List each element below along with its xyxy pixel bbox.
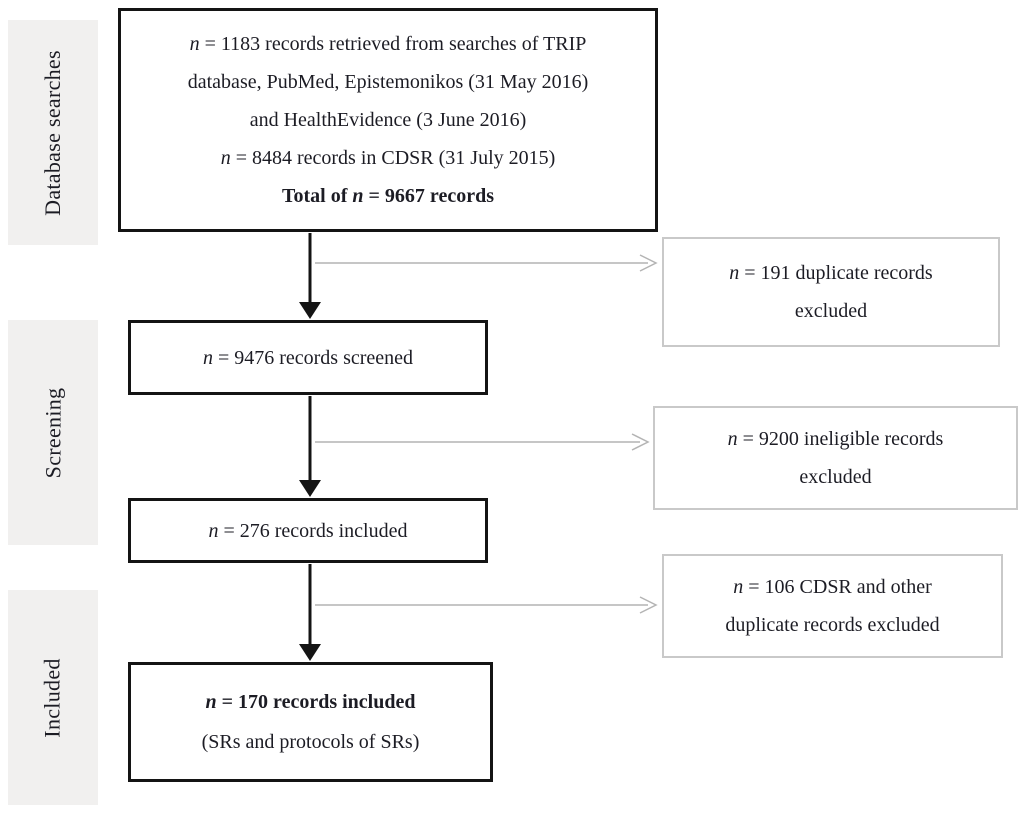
branch-arrow-head-1 xyxy=(639,254,658,272)
duplicates-excluded-box: n = 191 duplicate records excluded xyxy=(662,237,1000,347)
final-included-line-1: n = 170 records included xyxy=(206,682,416,722)
exclusion-line-1: n = 106 CDSR and other xyxy=(733,568,932,606)
n-symbol: n xyxy=(205,691,217,713)
n-symbol: n xyxy=(352,185,364,207)
ineligible-excluded-box: n = 9200 ineligible records excluded xyxy=(653,406,1018,510)
branch-arrow-head-2 xyxy=(631,433,650,451)
line-text: = 191 duplicate records xyxy=(739,262,933,284)
records-included-box: n = 276 records included xyxy=(128,498,488,563)
n-symbol: n xyxy=(727,428,738,450)
records-retrieved-box: n = 1183 records retrieved from searches… xyxy=(118,8,658,232)
line-text: = 106 CDSR and other xyxy=(743,576,932,598)
line-text: = 8484 records in CDSR (31 July 2015) xyxy=(230,147,556,169)
line-text: = 9200 ineligible records xyxy=(737,428,944,450)
stage-label-text: Screening xyxy=(40,387,66,478)
line-text: and HealthEvidence (3 June 2016) xyxy=(249,109,527,131)
exclusion-line-2: excluded xyxy=(799,466,872,488)
cdsr-duplicates-excluded-box: n = 106 CDSR and other duplicate records… xyxy=(662,554,1003,658)
exclusion-line-1: n = 191 duplicate records xyxy=(729,254,932,292)
down-arrow-head-1 xyxy=(299,302,321,319)
search-box-total-line: Total of n = 9667 records xyxy=(282,177,494,215)
n-symbol: n xyxy=(733,576,744,598)
line-text: database, PubMed, Epistemonikos (31 May … xyxy=(187,71,589,93)
line-text: = 170 records included xyxy=(216,691,416,713)
stage-label-text: Included xyxy=(40,657,65,738)
n-symbol: n xyxy=(208,519,219,542)
search-box-line-4: n = 8484 records in CDSR (31 July 2015) xyxy=(221,139,556,177)
stage-label-database-searches: Database searches xyxy=(8,20,98,245)
screened-box-line: n = 9476 records screened xyxy=(203,339,413,377)
line-text: = 9476 records screened xyxy=(212,346,414,369)
exclusion-line-2: duplicate records excluded xyxy=(725,614,940,636)
n-symbol: n xyxy=(729,262,740,284)
search-box-line-1: n = 1183 records retrieved from searches… xyxy=(190,25,587,63)
stage-label-text: Database searches xyxy=(40,49,66,216)
n-symbol: n xyxy=(189,33,200,55)
line-text: = 1183 records retrieved from searches o… xyxy=(199,33,587,55)
search-box-line-3: and HealthEvidence (3 June 2016) xyxy=(250,101,527,139)
n-symbol: n xyxy=(202,346,213,369)
records-screened-box: n = 9476 records screened xyxy=(128,320,488,395)
line-text: Total of xyxy=(282,185,353,207)
final-included-line-2: (SRs and protocols of SRs) xyxy=(201,731,420,753)
branch-arrow-head-3 xyxy=(639,596,658,614)
search-box-line-2: database, PubMed, Epistemonikos (31 May … xyxy=(188,63,589,101)
down-arrow-head-2 xyxy=(299,480,321,497)
exclusion-line-2: excluded xyxy=(794,300,868,322)
final-included-box: n = 170 records included (SRs and protoc… xyxy=(128,662,493,782)
n-symbol: n xyxy=(220,147,231,169)
included276-box-line: n = 276 records included xyxy=(208,512,407,550)
line-text: = 276 records included xyxy=(218,519,408,542)
stage-label-included: Included xyxy=(8,590,98,805)
exclusion-line-1: n = 9200 ineligible records xyxy=(728,420,944,458)
stage-label-screening: Screening xyxy=(8,320,98,545)
line-text: = 9667 records xyxy=(363,185,494,207)
down-arrow-head-3 xyxy=(299,644,321,661)
